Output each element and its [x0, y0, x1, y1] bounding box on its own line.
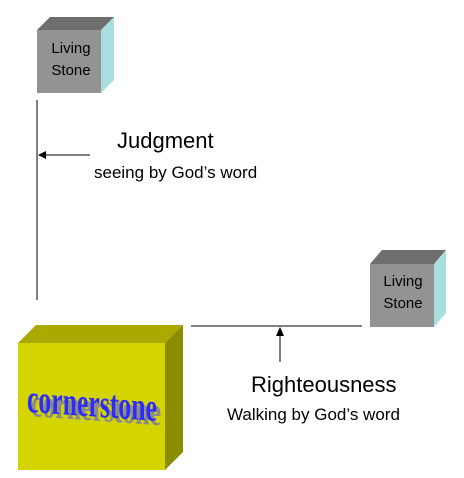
top-stone-front-face: [37, 30, 101, 93]
right-stone-label-line2: Stone: [383, 295, 422, 312]
top-stone-top-face: [37, 17, 114, 30]
right-stone-side-face: [434, 250, 446, 327]
top-stone-side-face: [101, 17, 114, 93]
righteousness-title: Righteousness: [251, 372, 397, 397]
right-stone-front-face: [370, 264, 434, 327]
cornerstone-front-face: [18, 343, 165, 470]
cornerstone-wordart: cornerstone: [27, 376, 157, 430]
right-stone-label-line1: Living: [383, 273, 422, 290]
cornerstone-top-face: [18, 325, 183, 343]
right-living-stone: Living Stone: [370, 250, 446, 327]
judgment-subtitle: seeing by God’s word: [94, 163, 257, 182]
top-stone-label-line1: Living: [51, 40, 90, 57]
right-stone-top-face: [370, 250, 446, 264]
judgment-title: Judgment: [117, 128, 214, 153]
cornerstone-block: cornerstone cornerstone: [18, 325, 183, 470]
righteousness-subtitle: Walking by God’s word: [227, 405, 400, 424]
cornerstone-wordart-shadow: cornerstone: [31, 380, 161, 434]
righteousness-arrow: [276, 327, 284, 362]
judgment-arrow: [38, 151, 90, 159]
top-stone-label-line2: Stone: [51, 62, 90, 79]
cornerstone-side-face: [165, 325, 183, 470]
top-living-stone: Living Stone: [37, 17, 114, 93]
